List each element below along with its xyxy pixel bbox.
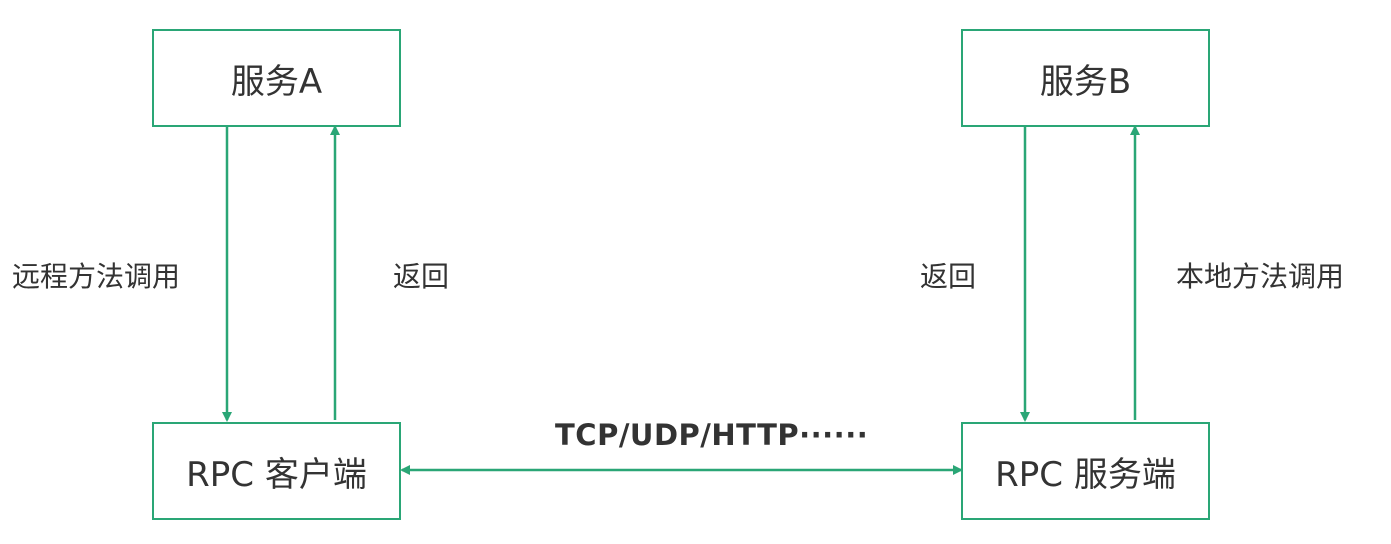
service-b-label: 服务B [1039,61,1132,102]
right-return-label: 返回 [920,260,977,293]
service-b-box: 服务B [961,29,1210,127]
rpc-server-box: RPC 服务端 [961,422,1210,520]
local-call-label: 本地方法调用 [1176,260,1345,293]
remote-call-label: 远程方法调用 [12,260,181,293]
rpc-client-box: RPC 客户端 [152,422,401,520]
rpc-server-label: RPC 服务端 [995,454,1176,495]
service-a-label: 服务A [230,61,323,102]
left-return-label: 返回 [393,260,450,293]
service-a-box: 服务A [152,29,401,127]
rpc-client-label: RPC 客户端 [186,454,367,495]
transport-protocol-label: TCP/UDP/HTTP······ [555,418,869,452]
